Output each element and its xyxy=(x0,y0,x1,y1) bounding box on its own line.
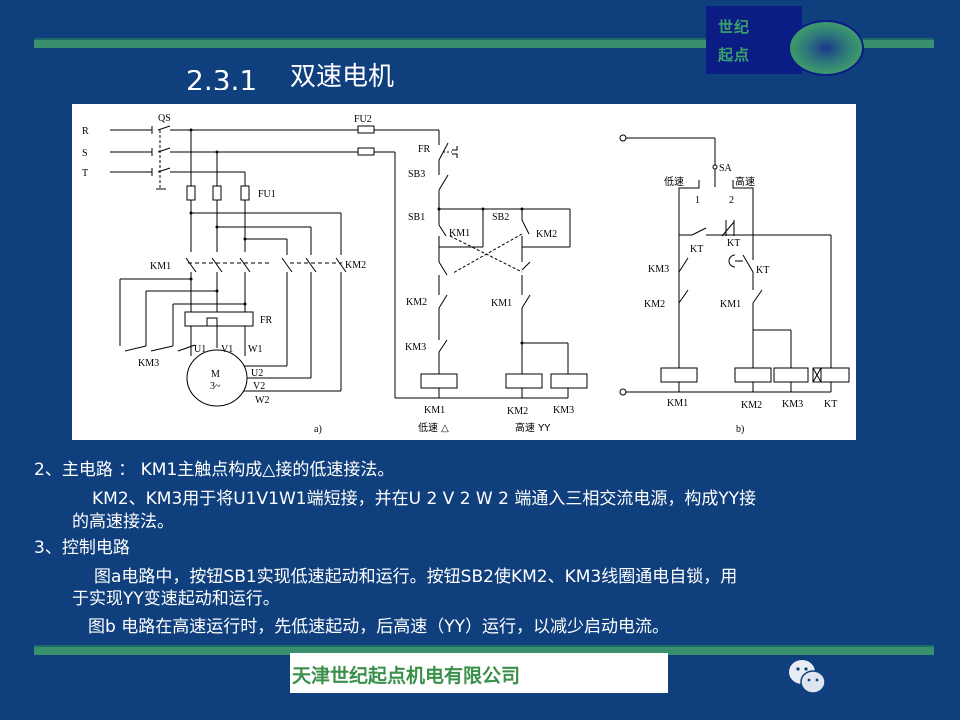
label-high-speed: 高速 YY xyxy=(515,421,551,434)
paragraph-km2-km3: KM2、KM3用于将U1V1W1端短接，并在U 2 V 2 W 2 端通入三相交… xyxy=(92,489,757,509)
label-b-high: 高速 xyxy=(735,175,755,188)
label-b-kt-coil: KT xyxy=(824,399,837,410)
label-b-km3-coil: KM3 xyxy=(782,399,803,410)
junction-dots xyxy=(189,128,524,345)
label-b-km3: KM3 xyxy=(648,264,669,275)
header-divider xyxy=(34,38,934,48)
circuit-a-labels: R S T QS FU2 FU1 KM1 KM2 KM3 FR U1 V1 W1… xyxy=(82,113,574,435)
label-sa: SA xyxy=(719,163,733,174)
label-r: R xyxy=(82,126,89,137)
label-km3-nc: KM3 xyxy=(405,342,426,353)
label-km2-main: KM2 xyxy=(345,260,366,271)
label-b-km2-coil: KM2 xyxy=(741,400,762,411)
logo: 世纪 起点 xyxy=(706,6,802,74)
company-name: 天津世纪起点机电有限公司 xyxy=(292,665,521,687)
label-km2-nc: KM2 xyxy=(406,297,427,308)
label-v2: V2 xyxy=(253,381,265,392)
label-low-speed: 低速 △ xyxy=(418,421,449,434)
label-w1: W1 xyxy=(248,344,262,355)
page-title: 2.3.1 双速电机 xyxy=(180,56,480,90)
label-kt-3: KT xyxy=(756,265,769,276)
label-b-km1: KM1 xyxy=(720,299,741,310)
circuit-b-wires xyxy=(619,134,850,396)
circuit-diagram: R S T QS FU2 FU1 KM1 KM2 KM3 FR U1 V1 W1… xyxy=(72,104,856,440)
label-w2: W2 xyxy=(255,395,269,406)
label-fu2: FU2 xyxy=(354,114,372,125)
label-pos1: 1 xyxy=(695,195,700,206)
label-km3-main: KM3 xyxy=(138,358,159,369)
paragraph-km2-km3-cont: 的高速接法。 xyxy=(72,512,174,532)
label-pos2: 2 xyxy=(729,195,734,206)
company-banner: 天津世纪起点机电有限公司 xyxy=(290,653,668,693)
label-sb2: SB2 xyxy=(492,212,509,223)
label-v1: V1 xyxy=(221,344,233,355)
label-s: S xyxy=(82,148,88,159)
label-qs: QS xyxy=(158,113,171,124)
label-motor: M xyxy=(211,369,220,380)
label-fr-ctrl: FR xyxy=(418,144,431,155)
title-text: 双速电机 xyxy=(290,62,395,90)
label-b-low: 低速 xyxy=(664,175,684,188)
paragraph-main-circuit: 2、主电路 ： KM1主触点构成△接的低速接法。 xyxy=(34,460,395,480)
label-motor-phase: 3~ xyxy=(210,381,221,392)
label-b-km1-coil: KM1 xyxy=(667,398,688,409)
label-sb3: SB3 xyxy=(408,169,425,180)
heading-control-circuit: 3、控制电路 xyxy=(34,538,130,558)
caption-a: a) xyxy=(314,424,322,435)
label-b-km2: KM2 xyxy=(644,299,665,310)
label-km2-coil: KM2 xyxy=(507,406,528,417)
label-sb1: SB1 xyxy=(408,212,425,223)
label-t: T xyxy=(82,168,88,179)
label-km1-aux: KM1 xyxy=(449,228,470,239)
label-fu1: FU1 xyxy=(258,189,276,200)
paragraph-figure-b: 图b 电路在高速运行时，先低速起动，后高速（YY）运行，以减少启动电流。 xyxy=(88,617,669,637)
paragraph-figure-a: 图a电路中，按钮SB1实现低速起动和运行。按钮SB2使KM2、KM3线圈通电自锁… xyxy=(94,567,738,587)
label-km1-coil: KM1 xyxy=(424,405,445,416)
footer-divider xyxy=(34,645,934,655)
label-km2-aux: KM2 xyxy=(536,229,557,240)
circuit-a-wires xyxy=(110,125,588,407)
label-km3-coil: KM3 xyxy=(553,405,574,416)
paragraph-figure-a-cont: 于实现YY变速起动和运行。 xyxy=(72,589,280,609)
label-u2: U2 xyxy=(251,368,263,379)
label-km1-main: KM1 xyxy=(150,261,171,272)
label-kt-2: KT xyxy=(727,238,740,249)
circuit-b-labels: SA 低速 高速 1 2 KT KT KT KM3 KM2 KM1 KM1 KM… xyxy=(644,163,837,435)
logo-text-2: 起点 xyxy=(718,46,751,64)
wechat-icon xyxy=(789,660,826,694)
logo-emblem-icon xyxy=(788,20,864,76)
label-fr-main: FR xyxy=(260,315,273,326)
label-km1-nc: KM1 xyxy=(491,298,512,309)
logo-text-1: 世纪 xyxy=(718,18,751,36)
label-kt-1: KT xyxy=(690,244,703,255)
label-u1: U1 xyxy=(194,344,206,355)
caption-b: b) xyxy=(736,424,744,435)
